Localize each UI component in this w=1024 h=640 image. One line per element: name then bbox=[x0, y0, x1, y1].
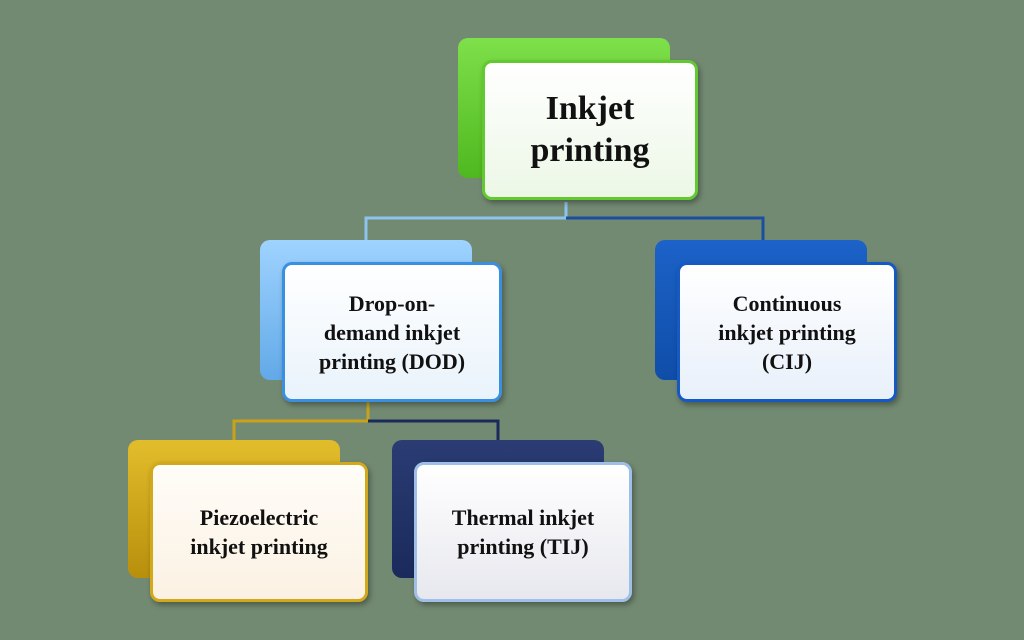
node-label-line: printing (DOD) bbox=[318, 348, 466, 374]
node-label-line: inkjet printing bbox=[718, 319, 856, 345]
node-label-line: Inkjet bbox=[545, 90, 635, 127]
node-label-line: printing bbox=[530, 132, 650, 169]
node-label-line: printing (TIJ) bbox=[457, 534, 589, 559]
node-box: Continuous inkjet printing (CIJ) bbox=[677, 262, 897, 402]
node-inkjet-printing: Inkjet printing bbox=[458, 38, 700, 202]
node-box: Piezoelectric inkjet printing bbox=[150, 462, 368, 602]
node-box: Thermal inkjet printing (TIJ) bbox=[414, 462, 632, 602]
node-piezoelectric: Piezoelectric inkjet printing bbox=[128, 440, 370, 604]
node-label-line: inkjet printing bbox=[190, 534, 328, 559]
node-label-line: Drop-on- bbox=[348, 290, 436, 316]
node-continuous-inkjet: Continuous inkjet printing (CIJ) bbox=[655, 240, 899, 404]
node-thermal-inkjet: Thermal inkjet printing (TIJ) bbox=[392, 440, 634, 604]
connector-root-dod bbox=[364, 202, 568, 240]
node-label-line: Thermal inkjet bbox=[451, 505, 595, 530]
node-label-line: Continuous bbox=[732, 290, 842, 316]
node-label-line: (CIJ) bbox=[761, 348, 813, 374]
node-label-line: demand inkjet bbox=[323, 319, 461, 345]
connector-dod-tij bbox=[368, 419, 500, 440]
node-label-line: Piezoelectric bbox=[199, 505, 319, 530]
connector-dod-piezo bbox=[232, 402, 370, 440]
connector-root-cij bbox=[566, 216, 765, 240]
node-drop-on-demand: Drop-on- demand inkjet printing (DOD) bbox=[260, 240, 504, 404]
node-box: Inkjet printing bbox=[482, 60, 698, 200]
node-box: Drop-on- demand inkjet printing (DOD) bbox=[282, 262, 502, 402]
